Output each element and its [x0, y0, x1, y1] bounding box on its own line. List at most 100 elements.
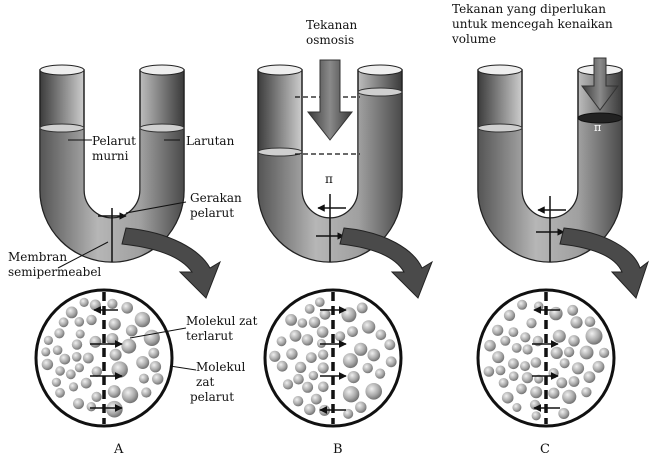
molecule-sphere: [86, 315, 96, 325]
molecule-sphere: [567, 305, 578, 316]
molecule-sphere: [530, 386, 542, 398]
molecule-sphere: [564, 347, 574, 357]
molecule-sphere: [354, 343, 367, 356]
molecule-sphere: [509, 371, 519, 381]
molecule-sphere: [107, 299, 117, 309]
molecule-sphere: [306, 352, 317, 363]
molecule-sphere: [520, 361, 530, 371]
molecule-sphere: [83, 353, 94, 364]
molecule-sphere: [108, 385, 121, 398]
molecule-sphere: [581, 387, 591, 397]
label-osmosis: osmosis: [306, 33, 354, 48]
molecule-sphere: [504, 310, 515, 321]
molecule-sphere: [502, 392, 514, 404]
molecule-sphere: [126, 325, 138, 337]
molecule-sphere: [309, 371, 318, 380]
molecule-sphere: [90, 300, 101, 311]
molecule-sphere: [42, 359, 53, 370]
label-tekanan: Tekanan: [306, 18, 357, 33]
molecule-sphere: [368, 349, 381, 362]
molecule-sphere: [523, 344, 533, 354]
molecule-sphere: [106, 401, 123, 418]
label-pelarut-gerakan: pelarut: [190, 206, 234, 221]
molecule-sphere: [135, 312, 150, 327]
molecule-sphere: [363, 363, 373, 373]
molecule-sphere: [343, 353, 358, 368]
molecule-sphere: [484, 366, 495, 377]
molecule-sphere: [492, 325, 503, 336]
molecule-sphere: [285, 314, 297, 326]
molecule-sphere: [512, 343, 522, 353]
molecule-sphere: [66, 307, 78, 319]
molecule-sphere: [499, 378, 509, 388]
molecule-sphere: [109, 318, 121, 330]
molecule-sphere: [150, 361, 161, 372]
molecule-sphere: [59, 317, 69, 327]
curved-zoom-arrow-c: [560, 228, 648, 298]
molecule-sphere: [508, 358, 519, 369]
molecule-sphere: [298, 318, 308, 328]
molecule-sphere: [553, 330, 566, 343]
molecule-sphere: [317, 326, 329, 338]
molecule-sphere: [532, 411, 541, 420]
molecule-sphere: [66, 369, 76, 379]
molecule-sphere: [54, 328, 64, 338]
molecule-sphere: [41, 347, 50, 356]
caption-c: C: [540, 442, 550, 457]
molecule-sphere: [269, 351, 280, 362]
downward-pressure-arrow: [308, 60, 352, 140]
molecule-sphere: [562, 390, 576, 404]
magnified-circle-a: [36, 290, 172, 426]
molecule-sphere: [556, 377, 567, 388]
molecule-sphere: [59, 354, 70, 365]
molecule-sphere: [75, 363, 84, 372]
molecule-sphere: [375, 369, 385, 379]
molecule-sphere: [526, 318, 536, 328]
molecule-sphere: [517, 300, 527, 310]
molecule-sphere: [110, 349, 122, 361]
molecule-sphere: [568, 335, 579, 346]
molecule-sphere: [484, 340, 496, 352]
molecule-sphere: [305, 304, 315, 314]
molecule-sphere: [520, 332, 530, 342]
molecule-sphere: [53, 345, 63, 355]
molecule-sphere: [293, 396, 303, 406]
molecule-sphere: [572, 362, 584, 374]
molecule-sphere: [512, 403, 521, 412]
molecule-sphere: [304, 404, 315, 415]
caption-b: B: [333, 442, 343, 457]
molecule-sphere: [311, 394, 322, 405]
label-larutan: Larutan: [186, 134, 234, 149]
label-zat: zat: [196, 375, 214, 390]
molecule-sphere: [558, 408, 569, 419]
molecule-sphere: [362, 320, 375, 333]
molecule-sphere: [492, 351, 504, 363]
molecule-sphere: [357, 303, 368, 314]
label-molekul: Molekul: [196, 360, 245, 375]
molecule-sphere: [348, 371, 360, 383]
label-terlarut: terlarut: [186, 329, 233, 344]
molecule-sphere: [548, 388, 559, 399]
molecule-sphere: [586, 328, 603, 345]
molecule-sphere: [92, 392, 102, 402]
molecule-sphere: [75, 317, 85, 327]
molecule-sphere: [290, 330, 302, 342]
label-molekul-zat: Molekul zat: [186, 314, 257, 329]
molecule-sphere: [335, 331, 345, 341]
caption-a: A: [114, 442, 123, 457]
label-pelarut: Pelarut: [92, 134, 136, 149]
molecule-sphere: [309, 317, 320, 328]
label-semipermeabel: semipermeabel: [8, 265, 101, 280]
u-tube-c: [478, 58, 622, 262]
molecule-sphere: [496, 366, 506, 376]
molecule-sphere: [76, 330, 85, 339]
molecule-sphere: [569, 376, 580, 387]
molecule-sphere: [509, 327, 519, 337]
molecule-sphere: [599, 348, 609, 358]
magnified-circle-b: [265, 290, 401, 426]
molecule-sphere: [585, 316, 596, 327]
molecule-sphere: [81, 378, 92, 389]
curved-zoom-arrow-b: [340, 228, 432, 298]
molecule-sphere: [593, 361, 605, 373]
molecule-sphere: [318, 362, 329, 373]
